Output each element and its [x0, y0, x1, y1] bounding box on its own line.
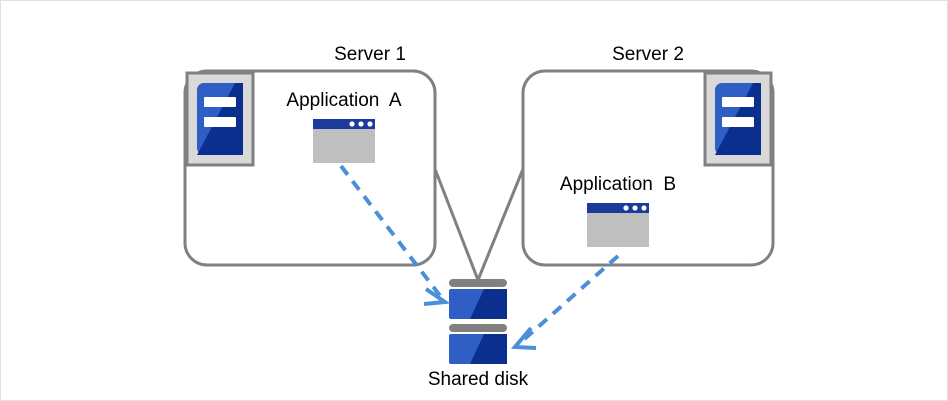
window-dot-icon: [623, 205, 629, 211]
server-icon-bar-bottom: [722, 117, 754, 127]
connector-server2-to-disk: [476, 168, 525, 281]
server-2-icon-group: [703, 71, 773, 167]
server-1-icon-group: [185, 71, 255, 167]
window-dot-icon: [367, 121, 373, 127]
application-a-window-icon: [313, 119, 375, 163]
connector-server1-to-disk: [433, 168, 480, 281]
application-a-label: Application A: [286, 90, 402, 111]
flow-arrow-app-a-line: [339, 164, 443, 299]
connector-group: [433, 168, 525, 281]
server-icon-bar-top: [204, 97, 236, 107]
application-b-label: Application B: [559, 174, 677, 195]
flow-arrow-app-b-line: [518, 254, 620, 345]
window-dot-icon: [358, 121, 364, 127]
window-dot-icon: [632, 205, 638, 211]
disk-bar-middle: [449, 324, 507, 332]
flow-arrow-app-a-head: [423, 287, 451, 306]
flow-arrow-app-a-to-disk: [339, 164, 451, 306]
shared-disk-icon[interactable]: [449, 279, 507, 364]
server-1-label: Server 1: [334, 44, 406, 65]
flow-arrow-app-b-head: [510, 326, 537, 350]
window-dot-icon: [349, 121, 355, 127]
server-icon-bar-top: [722, 97, 754, 107]
application-window-icon-titlebar: [587, 203, 649, 213]
disk-block-upper-shade: [470, 289, 507, 319]
server-icon-bar-bottom: [204, 117, 236, 127]
flow-arrow-app-b-to-disk: [510, 254, 620, 350]
disk-bar-top: [449, 279, 507, 287]
application-window-icon-titlebar: [313, 119, 375, 129]
disk-block-lower-shade: [470, 334, 507, 364]
application-b-window-icon: [587, 203, 649, 247]
server-2-label: Server 2: [612, 44, 684, 65]
window-dot-icon: [641, 205, 647, 211]
shared-disk-label: Shared disk: [427, 369, 529, 390]
